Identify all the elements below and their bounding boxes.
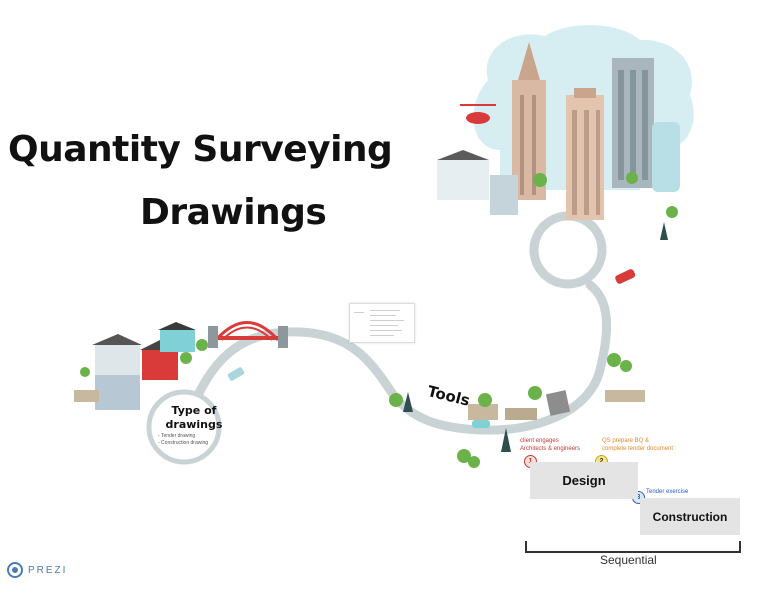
step-1-note-line2: Architects & engineers	[520, 446, 581, 453]
step-2-note: QS prepare BQ & complete tender document	[602, 437, 673, 453]
step-2-note-line1: QS prepare BQ &	[602, 438, 650, 444]
type-of-drawings-list: - Tender drawing - Construction drawing	[158, 433, 208, 446]
prezi-logo-text: PREZI	[28, 565, 68, 576]
page-title-line2: Drawings	[140, 192, 327, 233]
step-1-note: client engages Architects & engineers	[520, 437, 580, 453]
document-thumbnail	[349, 303, 415, 343]
construction-stage-box[interactable]: Construction	[640, 498, 740, 535]
page-title-line1: Quantity Surveying	[8, 129, 393, 170]
step-1-note-line1: client engages	[520, 438, 559, 444]
list-item: - Tender drawing	[158, 433, 196, 439]
step-2-note-line2: complete tender document	[602, 446, 674, 453]
step-3-note: Tender exercise	[646, 489, 689, 495]
list-item: - Construction drawing	[158, 439, 209, 446]
sequential-label: Sequential	[600, 553, 657, 567]
design-stage-box[interactable]: Design	[530, 462, 638, 499]
type-of-drawings-heading: Type of drawings	[165, 404, 223, 432]
